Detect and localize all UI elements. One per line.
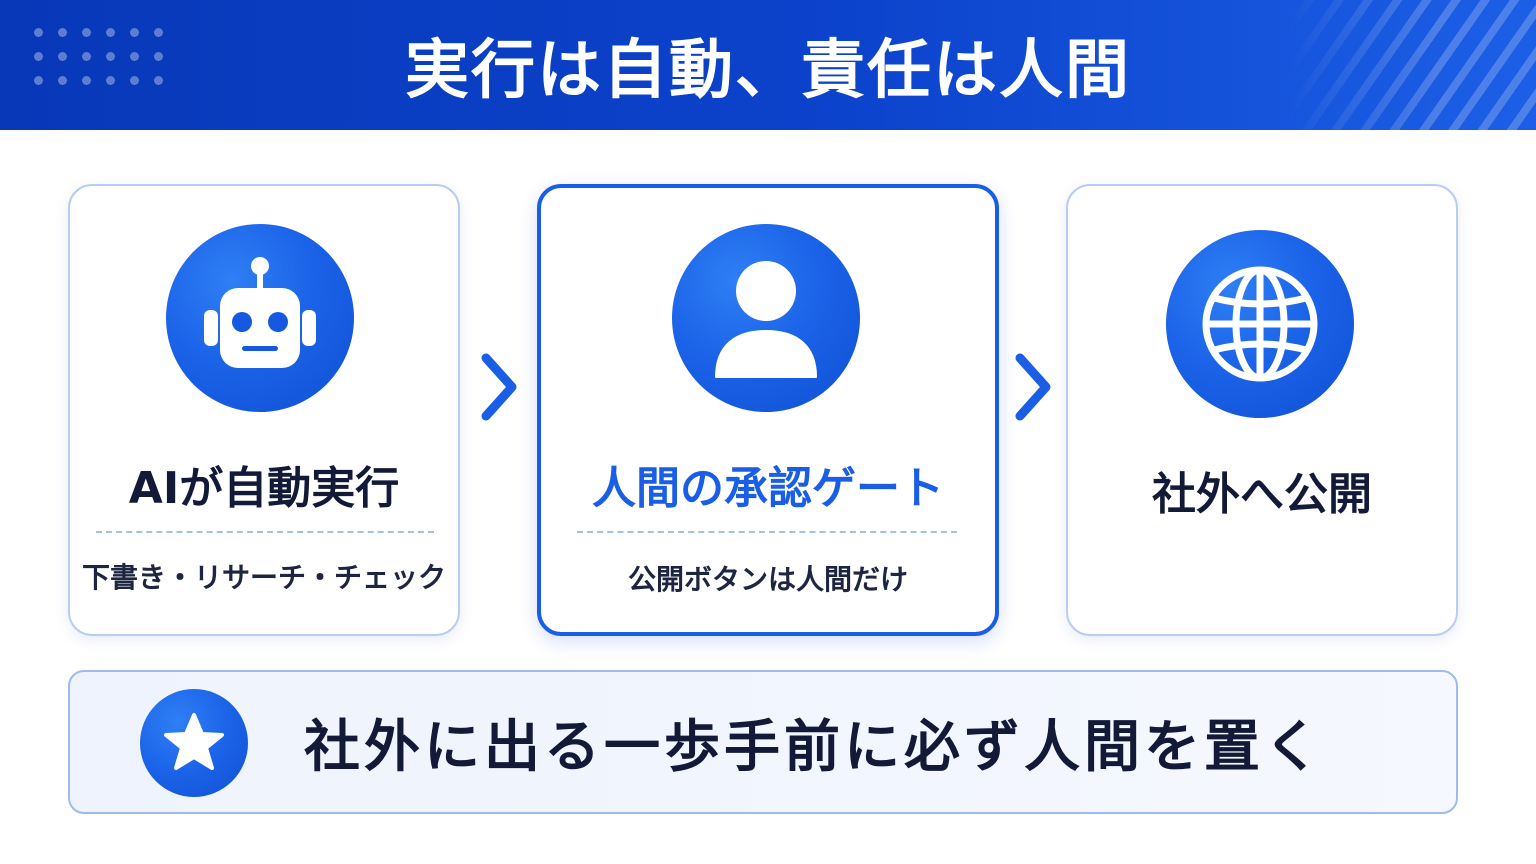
step-subtitle: 下書き・リサーチ・チェック	[81, 561, 446, 594]
decorative-dots	[34, 28, 164, 90]
globe-icon	[1166, 230, 1354, 418]
divider	[96, 531, 434, 533]
chevron-right-icon	[1015, 353, 1051, 421]
step-title: 社外へ公開	[1152, 469, 1372, 520]
page-title: 実行は自動、責任は人間	[405, 34, 1131, 108]
star-icon	[140, 689, 248, 797]
divider	[577, 531, 957, 533]
step-title: 人間の承認ゲート	[592, 463, 944, 514]
decorative-stripes	[1286, 0, 1536, 130]
robot-icon	[166, 224, 354, 412]
step-card-publish: 社外へ公開	[1066, 184, 1458, 636]
step-card-ai: AIが自動実行 下書き・リサーチ・チェック	[68, 184, 460, 636]
step-title: AIが自動実行	[128, 463, 400, 514]
chevron-right-icon	[481, 353, 517, 421]
step-subtitle: 公開ボタンは人間だけ	[627, 563, 908, 596]
person-icon	[672, 224, 860, 412]
key-message-text: 社外に出る一歩手前に必ず人間を置く	[304, 714, 1324, 780]
key-message-banner: 社外に出る一歩手前に必ず人間を置く	[68, 670, 1458, 814]
step-card-approval: 人間の承認ゲート 公開ボタンは人間だけ	[537, 184, 999, 636]
header-bar: 実行は自動、責任は人間	[0, 0, 1536, 130]
